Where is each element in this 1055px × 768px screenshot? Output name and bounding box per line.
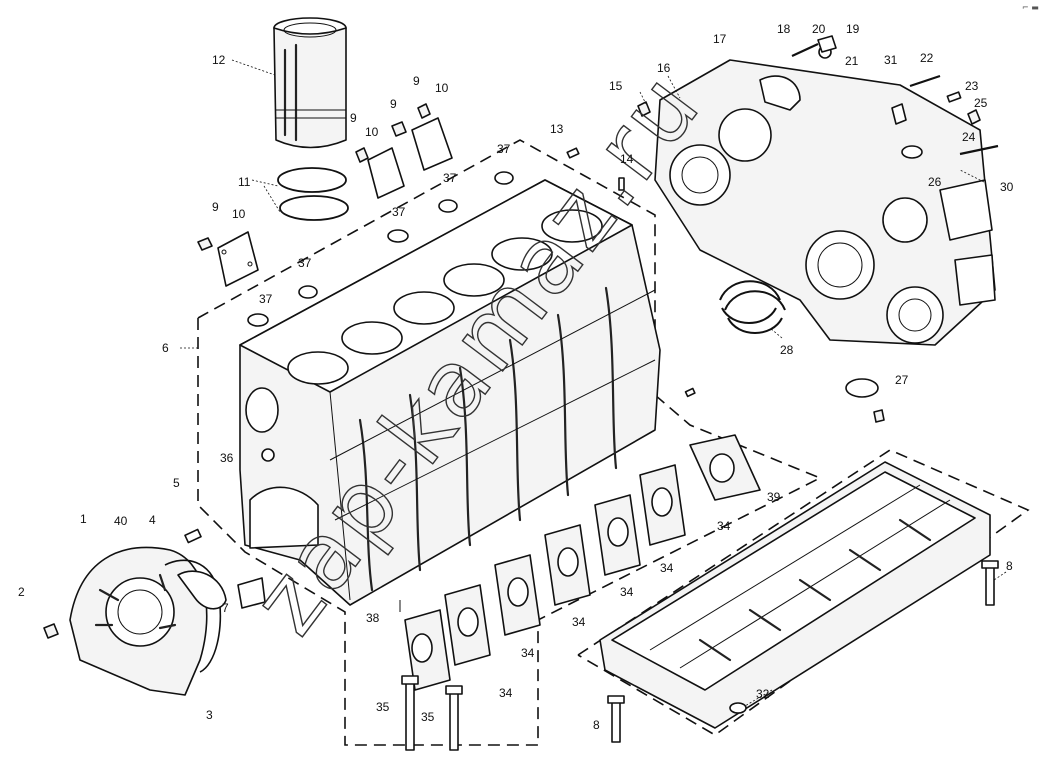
callout-9c: 9 bbox=[390, 97, 397, 111]
callout-7: 7 bbox=[222, 601, 229, 615]
cap-bolts bbox=[399, 600, 463, 751]
callout-4: 4 bbox=[149, 513, 156, 527]
cover-plate-left bbox=[197, 231, 259, 287]
callout-9a: 9 bbox=[212, 200, 219, 214]
callout-5: 5 bbox=[173, 476, 180, 490]
callout-32: 32 bbox=[756, 687, 770, 701]
callout-37a: 37 bbox=[259, 292, 273, 306]
callout-11: 11 bbox=[238, 175, 251, 189]
liner-seal-rings bbox=[277, 167, 349, 221]
callout-13: 13 bbox=[550, 122, 564, 136]
callout-8b: 8 bbox=[1006, 559, 1013, 573]
callout-37b: 37 bbox=[298, 256, 312, 270]
cover-plate-right bbox=[391, 103, 453, 171]
callout-35a: 35 bbox=[376, 700, 390, 714]
callout-23: 23 bbox=[965, 79, 979, 93]
corner-mark: ⌐ ▬ bbox=[1022, 3, 1039, 12]
callout-12: 12 bbox=[212, 53, 226, 67]
cylinder-block bbox=[239, 179, 661, 606]
bearing-caps bbox=[404, 434, 761, 691]
thrust-washers bbox=[719, 280, 786, 334]
callout-25: 25 bbox=[974, 96, 988, 110]
callout-38: 38 bbox=[366, 611, 380, 625]
bolt bbox=[43, 623, 59, 639]
callout-19: 19 bbox=[846, 22, 860, 36]
pin bbox=[566, 147, 580, 159]
callout-28: 28 bbox=[780, 343, 794, 357]
inspection-cover bbox=[845, 378, 885, 423]
callout-21: 21 bbox=[845, 54, 859, 68]
callout-27: 27 bbox=[895, 373, 909, 387]
bracket bbox=[237, 577, 266, 609]
dowel bbox=[618, 177, 625, 191]
callout-39: 39 bbox=[767, 490, 781, 504]
callout-8a: 8 bbox=[593, 718, 600, 732]
callout-2: 2 bbox=[18, 585, 25, 599]
callout-22: 22 bbox=[920, 51, 934, 65]
cover-plate-middle bbox=[355, 147, 405, 199]
callout-34f: 34 bbox=[717, 519, 731, 533]
bedplate-bolts bbox=[607, 560, 999, 743]
callout-26: 26 bbox=[928, 175, 942, 189]
leader-lines bbox=[180, 59, 1007, 707]
callout-10b: 10 bbox=[365, 125, 379, 139]
callout-numbers: 1 2 3 4 5 6 7 8 8 9 9 9 9 10 10 10 11 12… bbox=[18, 22, 1014, 732]
callout-15: 15 bbox=[609, 79, 623, 93]
sleeve bbox=[184, 528, 202, 544]
callout-9d: 9 bbox=[413, 74, 420, 88]
callout-34a: 34 bbox=[499, 686, 513, 700]
callout-1: 1 bbox=[80, 512, 87, 526]
front-housing bbox=[69, 546, 208, 696]
timing-gear-housing bbox=[654, 59, 996, 346]
callout-37c: 37 bbox=[392, 205, 406, 219]
fasteners-top-right bbox=[637, 35, 999, 159]
callout-20: 20 bbox=[812, 22, 826, 36]
callout-40: 40 bbox=[114, 514, 128, 528]
callout-3: 3 bbox=[206, 708, 213, 722]
callout-9b: 9 bbox=[350, 111, 357, 125]
callout-31: 31 bbox=[884, 53, 898, 67]
callout-24: 24 bbox=[962, 130, 976, 144]
callout-34b: 34 bbox=[521, 646, 535, 660]
cylinder-liner bbox=[273, 17, 347, 149]
callout-6: 6 bbox=[162, 341, 169, 355]
callout-16: 16 bbox=[657, 61, 671, 75]
callout-14: 14 bbox=[620, 152, 634, 166]
callout-34d: 34 bbox=[620, 585, 634, 599]
core-plugs bbox=[247, 171, 514, 327]
callout-34c: 34 bbox=[572, 615, 586, 629]
callout-37e: 37 bbox=[497, 142, 511, 156]
callout-36: 36 bbox=[220, 451, 234, 465]
callout-10a: 10 bbox=[232, 207, 246, 221]
callout-10c: 10 bbox=[435, 81, 449, 95]
bedplate-group-outline bbox=[577, 449, 1030, 736]
callout-37d: 37 bbox=[443, 171, 457, 185]
bedplate-frame bbox=[599, 461, 991, 729]
dowel-small bbox=[684, 387, 696, 398]
front-gasket bbox=[164, 559, 227, 673]
callout-34e: 34 bbox=[660, 561, 674, 575]
callout-18: 18 bbox=[777, 22, 791, 36]
callout-30: 30 bbox=[1000, 180, 1014, 194]
callout-35b: 35 bbox=[421, 710, 435, 724]
callout-17: 17 bbox=[713, 32, 727, 46]
